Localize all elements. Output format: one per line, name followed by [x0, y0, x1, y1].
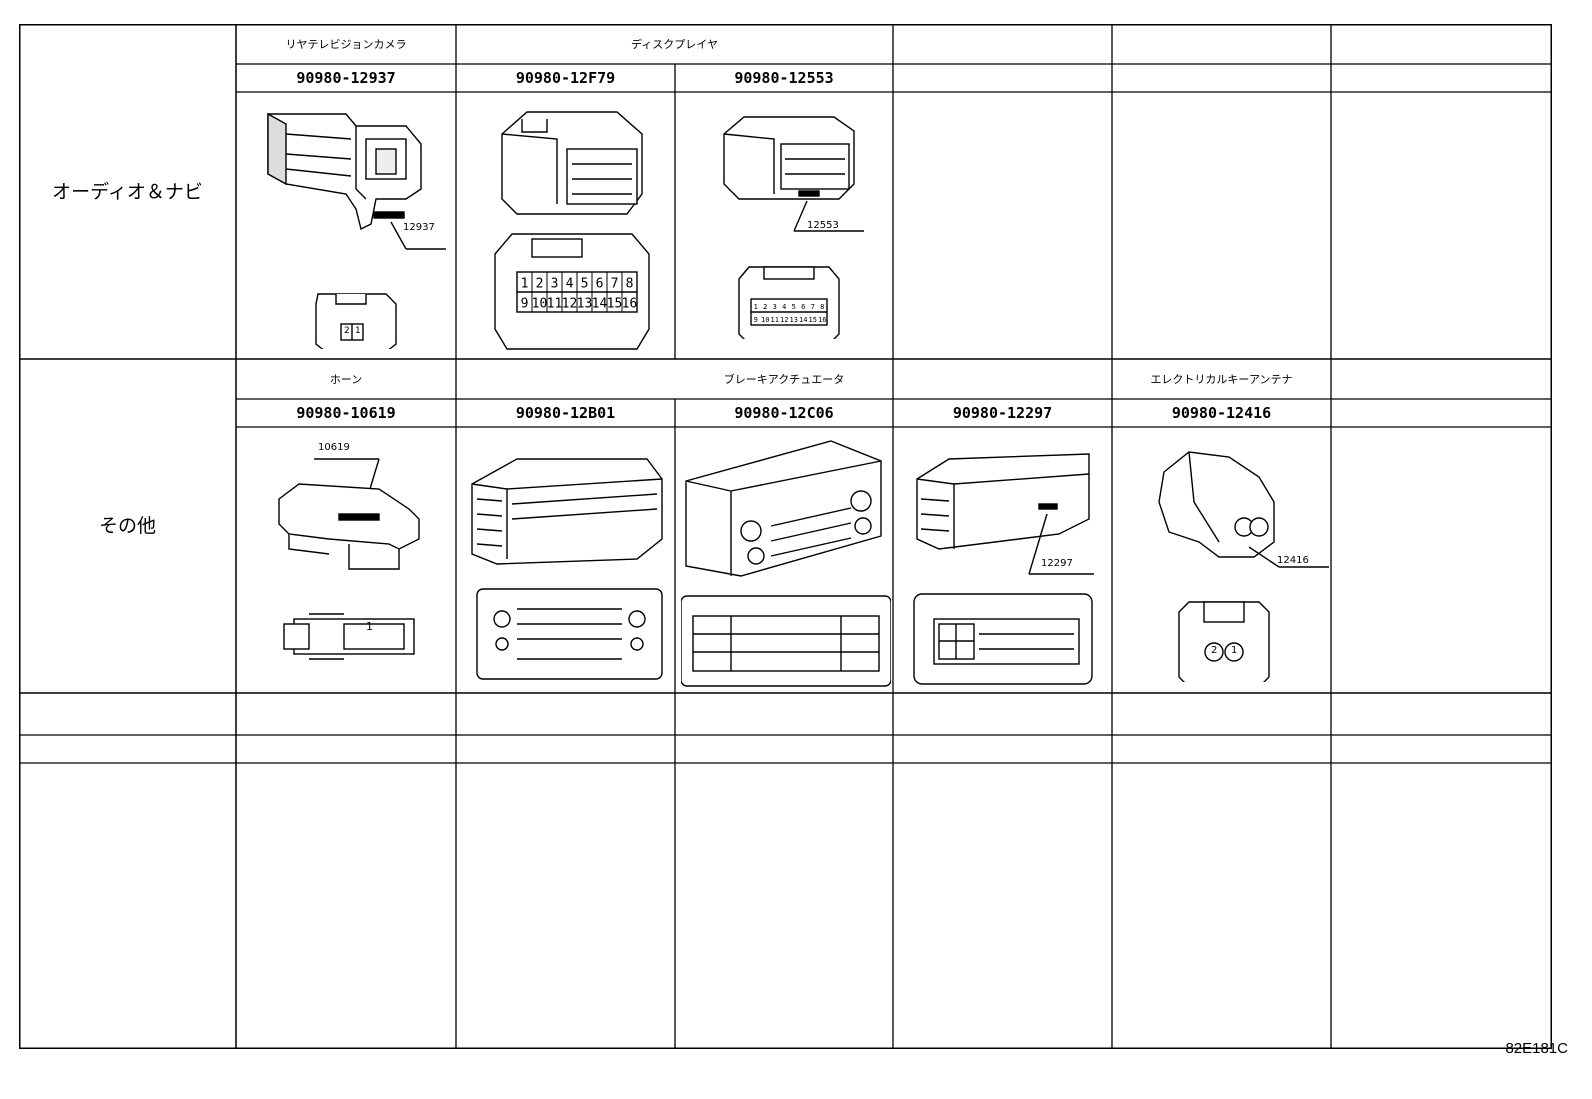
callout-12297: 12297 [1041, 558, 1073, 569]
part-number-12B01: 90980-12B01 [515, 404, 616, 422]
disc-player-12553-pin-2: 2 [763, 303, 767, 311]
callout-12553: 12553 [807, 220, 839, 231]
disc-player-12553-pin-11: 11 [771, 316, 779, 324]
group-rear-tv-camera: リヤテレビジョンカメラ [285, 38, 407, 51]
disc-player-12F79-pin-15: 15 [607, 297, 623, 312]
part-number-12297: 90980-12297 [952, 404, 1053, 422]
part-number-10619: 90980-10619 [296, 404, 396, 422]
disc-player-12553-pin-4: 4 [782, 303, 786, 311]
connector-12B01-drawing [471, 458, 663, 680]
group-brake-actuator: ブレーキアクチュエータ [723, 373, 845, 386]
disc-player-12F79-pin-8: 8 [626, 277, 634, 292]
connector-12297-drawing [913, 453, 1094, 685]
disc-player-12F79-pin-9: 9 [521, 297, 529, 312]
disc-player-12553-pin-13: 13 [790, 316, 798, 324]
callout-12937: 12937 [403, 222, 435, 233]
connector-12937-drawing [267, 112, 446, 349]
disc-player-12F79-pin-14: 14 [592, 297, 608, 312]
disc-player-12553-pin-1: 1 [754, 303, 758, 311]
disc-player-12F79-pin-13: 13 [577, 297, 593, 312]
disc-player-12553-pin-9: 9 [754, 316, 758, 324]
disc-player-12F79-pin-4: 4 [566, 277, 574, 292]
part-number-12416: 90980-12416 [1171, 404, 1272, 422]
disc-player-12553-pin-6: 6 [801, 303, 805, 311]
disc-player-12F79-pin-5: 5 [581, 277, 589, 292]
callout-12416: 12416 [1277, 555, 1309, 566]
part-number-12553: 90980-12553 [734, 69, 834, 87]
row-label-others: その他 [98, 515, 156, 537]
disc-player-12F79-pin-6: 6 [596, 277, 604, 292]
part-number-12C06: 90980-12C06 [734, 404, 834, 422]
row-label-audio-navi: オーディオ＆ナビ [52, 181, 203, 203]
disc-player-12553-pin-5: 5 [792, 303, 796, 311]
group-electrical-key-antenna: エレクトリカルキーアンテナ [1150, 373, 1293, 386]
disc-player-12553-pin-8: 8 [820, 303, 824, 311]
group-disc-player: ディスクプレイヤ [631, 38, 718, 51]
pin-2: 2 [344, 326, 350, 336]
disc-player-12553-pin-14: 14 [799, 316, 807, 324]
pin-1-antenna: 1 [1231, 645, 1238, 656]
disc-player-12F79-pin-7: 7 [611, 277, 619, 292]
group-horn: ホーン [329, 373, 363, 386]
disc-player-12553-pin-3: 3 [773, 303, 777, 311]
pin-1: 1 [355, 326, 361, 336]
callout-10619: 10619 [318, 442, 350, 453]
disc-player-12F79-pin-3: 3 [551, 277, 559, 292]
connector-12C06-drawing [681, 440, 891, 687]
connector-table: オーディオ＆ナビ リヤテレビジョンカメラ ディスクプレイヤ 90980-1293… [19, 24, 1552, 1049]
disc-player-12F79-pin-16: 16 [622, 297, 638, 312]
disc-player-12553-pin-10: 10 [761, 316, 769, 324]
connector-10619-drawing [278, 458, 420, 660]
part-number-12937: 90980-12937 [296, 69, 396, 87]
disc-player-12F79-pin-1: 1 [521, 277, 529, 292]
disc-player-12F79-pin-10: 10 [532, 297, 548, 312]
disc-player-12F79-pin-2: 2 [536, 277, 544, 292]
disc-player-12553-pin-16: 16 [818, 316, 826, 324]
disc-player-12553-pin-15: 15 [809, 316, 817, 324]
disc-player-12F79-pin-11: 11 [547, 297, 563, 312]
disc-player-12553-pin-12: 12 [780, 316, 788, 324]
disc-player-12553-pin-7: 7 [811, 303, 815, 311]
disc-player-12F79-pin-12: 12 [562, 297, 578, 312]
table-grid [19, 24, 1552, 1049]
pin-2-antenna: 2 [1211, 645, 1218, 656]
connector-12416-drawing [1158, 451, 1329, 682]
pin-1-horn: 1 [366, 620, 373, 633]
figure-code: 82E181C [1505, 1040, 1568, 1057]
part-number-12F79: 90980-12F79 [515, 69, 616, 87]
